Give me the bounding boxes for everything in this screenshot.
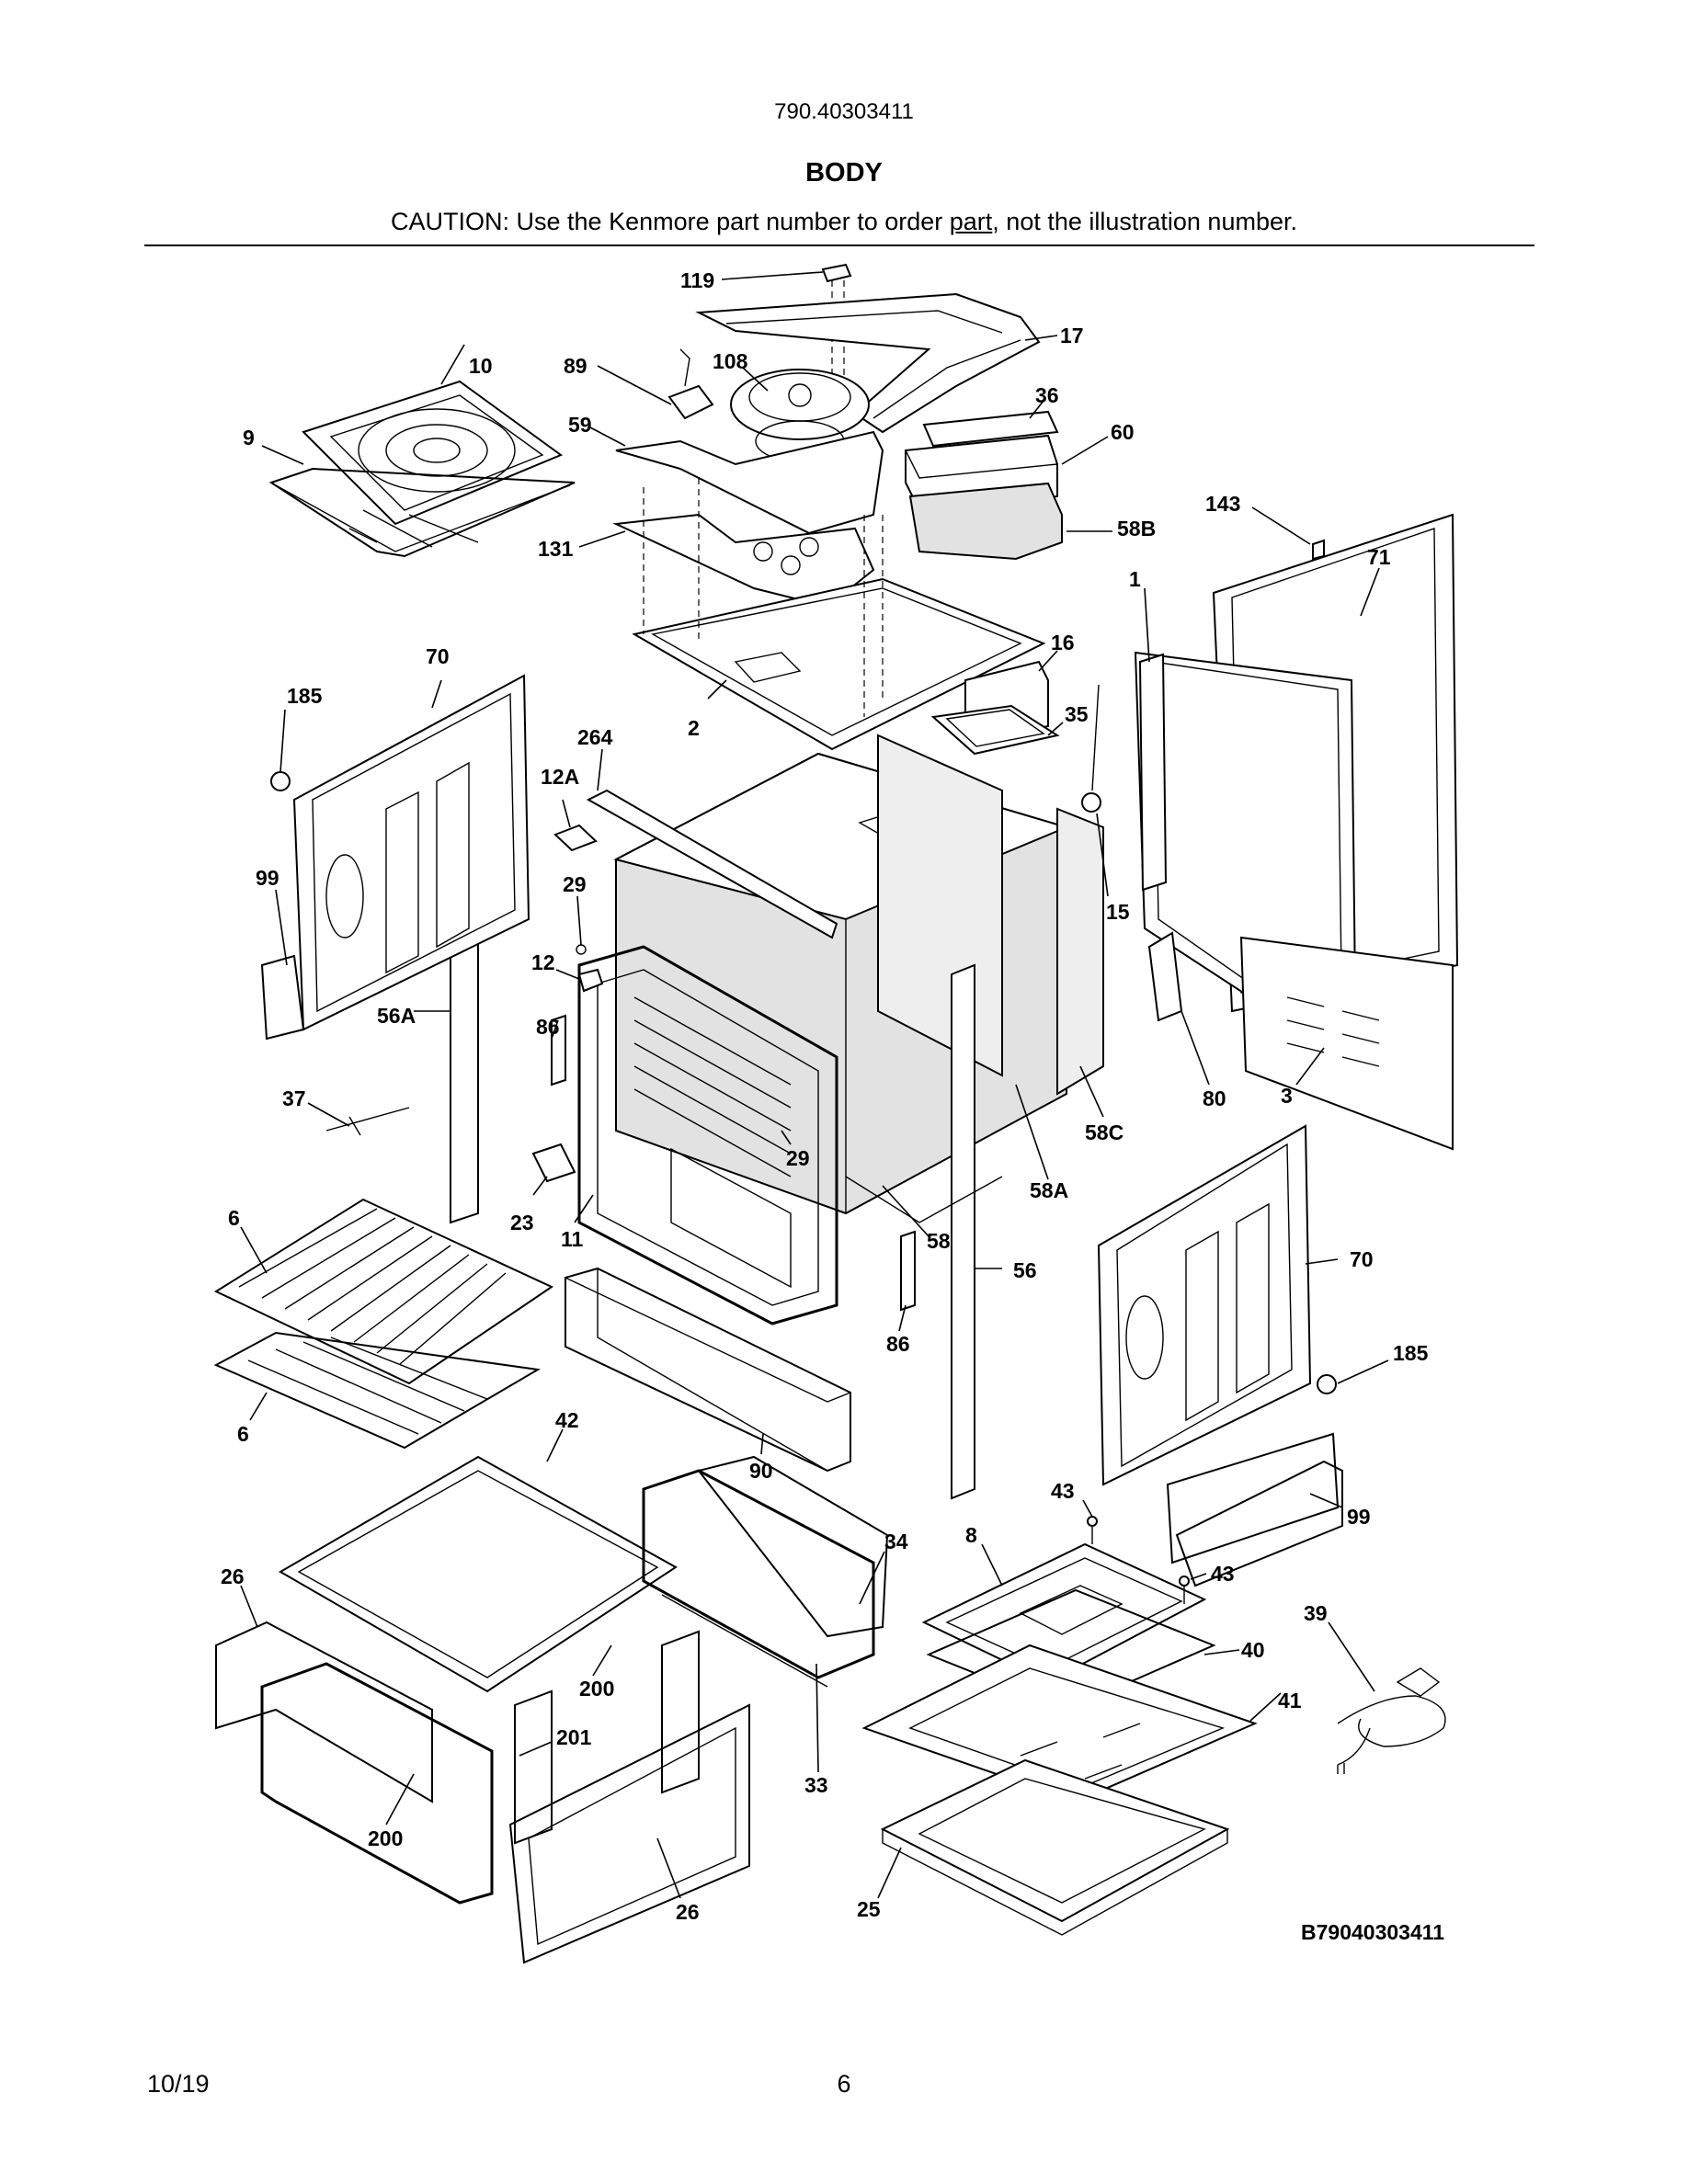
diagram-code: B79040303411 [1301, 1920, 1444, 1944]
header-divider [144, 245, 1534, 246]
callout-9: 9 [243, 426, 255, 449]
callout-99-right: 99 [1347, 1505, 1371, 1529]
callout-119: 119 [680, 268, 714, 292]
callout-108: 108 [713, 349, 748, 373]
callout-70-right: 70 [1350, 1247, 1374, 1271]
callout-201: 201 [556, 1725, 592, 1749]
callout-40: 40 [1241, 1638, 1265, 1662]
callout-25: 25 [857, 1897, 881, 1921]
leader-lines [240, 271, 1389, 1899]
callout-264: 264 [577, 725, 613, 749]
callout-60: 60 [1111, 420, 1135, 444]
callout-70-left: 70 [426, 644, 450, 668]
callout-56: 56 [1013, 1258, 1037, 1282]
callout-58B: 58B [1117, 517, 1156, 540]
callout-36: 36 [1035, 383, 1059, 407]
callout-26-upper: 26 [221, 1564, 245, 1588]
callout-39: 39 [1304, 1601, 1328, 1625]
callout-16: 16 [1051, 631, 1075, 654]
callout-37: 37 [282, 1086, 306, 1110]
caution-text-post: , not the illustration number. [992, 208, 1297, 235]
callout-35: 35 [1065, 702, 1089, 726]
callout-71: 71 [1367, 545, 1391, 569]
callout-86-lower: 86 [886, 1332, 910, 1356]
callout-58: 58 [927, 1229, 951, 1253]
callout-2: 2 [688, 716, 700, 740]
callout-6-upper: 6 [228, 1206, 240, 1230]
callout-43-upper: 43 [1051, 1479, 1075, 1503]
callout-58A: 58A [1030, 1178, 1068, 1202]
callout-1: 1 [1129, 567, 1141, 591]
callout-29-lower: 29 [786, 1146, 810, 1170]
callout-6-lower: 6 [237, 1422, 249, 1446]
callout-59: 59 [568, 413, 592, 437]
callout-3: 3 [1281, 1084, 1293, 1108]
callout-11: 11 [561, 1227, 584, 1251]
callout-29-upper: 29 [563, 872, 587, 896]
callout-labels: 119 17 10 89 108 36 9 59 60 58B 143 71 1… [221, 268, 1444, 1944]
page-title: BODY [805, 158, 883, 188]
callout-33: 33 [804, 1773, 828, 1797]
callout-8: 8 [965, 1523, 977, 1547]
callout-200-upper: 200 [579, 1677, 614, 1701]
callout-41: 41 [1278, 1689, 1302, 1712]
callout-99-left: 99 [256, 866, 279, 890]
callout-200-lower: 200 [368, 1826, 403, 1850]
caution-text-pre: CAUTION: Use the Kenmore part number to … [391, 208, 950, 235]
callout-15: 15 [1106, 900, 1130, 924]
callout-56A: 56A [377, 1004, 416, 1028]
callout-42: 42 [555, 1408, 579, 1432]
callout-89: 89 [564, 354, 587, 378]
callout-12: 12 [531, 950, 555, 974]
callout-26-lower: 26 [676, 1900, 700, 1924]
callout-43-lower: 43 [1211, 1562, 1235, 1586]
callout-23: 23 [510, 1211, 534, 1234]
callout-34: 34 [884, 1530, 908, 1553]
callout-143: 143 [1205, 492, 1240, 516]
callout-90: 90 [749, 1459, 773, 1483]
callout-12A: 12A [541, 765, 579, 789]
callout-17: 17 [1060, 324, 1084, 347]
callout-185-left: 185 [287, 684, 323, 708]
model-number: 790.40303411 [774, 99, 914, 124]
callout-86-upper: 86 [536, 1015, 560, 1039]
parts-illustration [213, 263, 1459, 1964]
caution-note: CAUTION: Use the Kenmore part number to … [0, 208, 1688, 236]
callout-185-right: 185 [1393, 1341, 1429, 1365]
page-number: 6 [837, 2070, 851, 2098]
callout-58C: 58C [1085, 1120, 1123, 1144]
caution-part-word: part [949, 208, 993, 235]
revision-date: 10/19 [147, 2070, 210, 2098]
callout-10: 10 [469, 354, 493, 378]
callout-131: 131 [538, 537, 574, 561]
callout-80: 80 [1203, 1086, 1226, 1110]
